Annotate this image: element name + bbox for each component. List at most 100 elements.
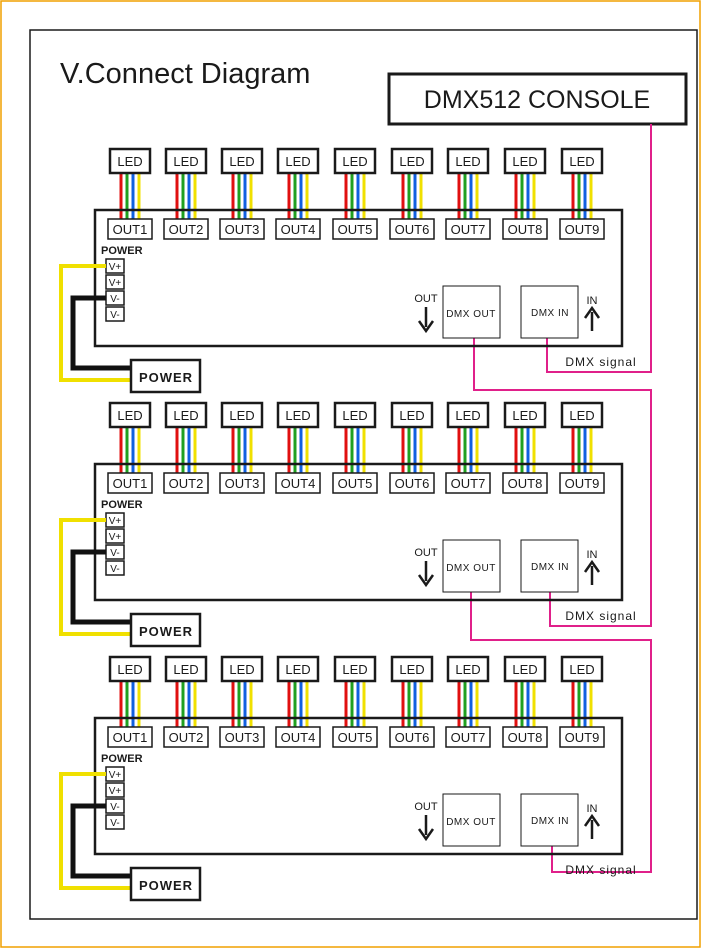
power-wire-positive	[59, 772, 132, 890]
output-label: OUT4	[281, 222, 316, 237]
led-box	[220, 655, 264, 683]
output-label: OUT9	[565, 476, 600, 491]
led-box	[560, 401, 604, 429]
led-label: LED	[229, 662, 254, 677]
led-box	[390, 401, 434, 429]
dmx-out-label: DMX OUT	[446, 309, 496, 320]
output-terminal	[107, 218, 153, 240]
output-terminal	[219, 472, 265, 494]
power-pin-label: V+	[109, 770, 122, 781]
output-terminal	[445, 472, 491, 494]
led-label: LED	[512, 154, 537, 169]
output-terminal	[107, 472, 153, 494]
led-box	[108, 147, 152, 175]
out-arrow-label: OUT	[414, 547, 438, 559]
led-label: LED	[512, 408, 537, 423]
power-pin-label: V+	[109, 278, 122, 289]
led-box	[503, 401, 547, 429]
signal-wire-unit1-to-unit2	[473, 338, 652, 627]
output-label: OUT2	[169, 476, 204, 491]
led-box	[560, 655, 604, 683]
power-supply-box	[129, 866, 202, 902]
output-label: OUT3	[225, 476, 260, 491]
power-wire-negative	[70, 295, 132, 371]
signal-wire-unit2-to-unit3	[470, 592, 652, 873]
dmx-in-box	[520, 793, 579, 847]
decoder-body	[93, 208, 624, 348]
output-label: OUT6	[395, 476, 430, 491]
power-pin-label: V-	[110, 564, 119, 575]
led-box	[164, 147, 208, 175]
led-label: LED	[342, 408, 367, 423]
led-box	[108, 655, 152, 683]
led-label: LED	[455, 154, 480, 169]
output-terminal	[502, 472, 548, 494]
led-label: LED	[285, 408, 310, 423]
output-terminal	[445, 726, 491, 748]
led-box	[503, 655, 547, 683]
power-pin-label: V+	[109, 532, 122, 543]
diagram-title: V.Connect Diagram	[60, 58, 310, 90]
in-arrow-label: IN	[587, 295, 598, 307]
led-label: LED	[342, 154, 367, 169]
led-label: LED	[285, 154, 310, 169]
output-terminal	[389, 472, 435, 494]
led-box	[560, 147, 604, 175]
output-label: OUT5	[338, 476, 373, 491]
output-label: OUT5	[338, 222, 373, 237]
dmx-console: DMX512 CONSOLE	[387, 72, 688, 126]
led-label: LED	[512, 662, 537, 677]
led-box	[276, 147, 320, 175]
led-label: LED	[229, 408, 254, 423]
output-label: OUT9	[565, 222, 600, 237]
up-arrow-icon	[583, 305, 601, 319]
dmx-in-label: DMX IN	[531, 816, 569, 827]
dmx-out-box	[442, 793, 501, 847]
up-arrow-icon	[583, 813, 601, 827]
led-box	[503, 147, 547, 175]
led-label: LED	[173, 408, 198, 423]
led-label: LED	[569, 154, 594, 169]
output-label: OUT4	[281, 476, 316, 491]
output-terminal	[163, 218, 209, 240]
led-label: LED	[399, 154, 424, 169]
led-box	[276, 401, 320, 429]
output-label: OUT3	[225, 730, 260, 745]
led-box	[220, 147, 264, 175]
power-pin-label: V-	[110, 548, 119, 559]
decoder-unit: LEDOUT1LEDOUT2LEDOUT3LEDOUT4LEDOUT5LEDOU…	[59, 401, 636, 648]
output-terminal	[332, 472, 378, 494]
led-label: LED	[342, 662, 367, 677]
led-box	[164, 655, 208, 683]
output-label: OUT6	[395, 730, 430, 745]
dmx-out-label: DMX OUT	[446, 563, 496, 574]
power-pin-label: V+	[109, 516, 122, 527]
output-label: OUT2	[169, 222, 204, 237]
output-label: OUT2	[169, 730, 204, 745]
console-label: DMX512 CONSOLE	[424, 86, 650, 114]
output-label: OUT1	[113, 476, 148, 491]
output-terminal	[389, 218, 435, 240]
led-box	[220, 401, 264, 429]
output-label: OUT7	[451, 730, 486, 745]
output-label: OUT9	[565, 730, 600, 745]
power-pin-label: V-	[110, 294, 119, 305]
power-pin	[105, 814, 125, 830]
decoder-units: LEDOUT1LEDOUT2LEDOUT3LEDOUT4LEDOUT5LEDOU…	[59, 147, 636, 902]
led-label: LED	[173, 154, 198, 169]
output-terminal	[275, 218, 321, 240]
dmx-in-box	[520, 285, 579, 339]
dmx-out-label: DMX OUT	[446, 817, 496, 828]
output-terminal	[163, 472, 209, 494]
decoder-unit: LEDOUT1LEDOUT2LEDOUT3LEDOUT4LEDOUT5LEDOU…	[59, 147, 636, 394]
power-pin-label: V-	[110, 310, 119, 321]
output-label: OUT8	[508, 476, 543, 491]
led-label: LED	[229, 154, 254, 169]
led-box	[390, 147, 434, 175]
power-pin	[105, 560, 125, 576]
led-box	[390, 655, 434, 683]
down-arrow-icon	[417, 574, 435, 588]
led-box	[446, 401, 490, 429]
out-arrow-label: OUT	[414, 801, 438, 813]
